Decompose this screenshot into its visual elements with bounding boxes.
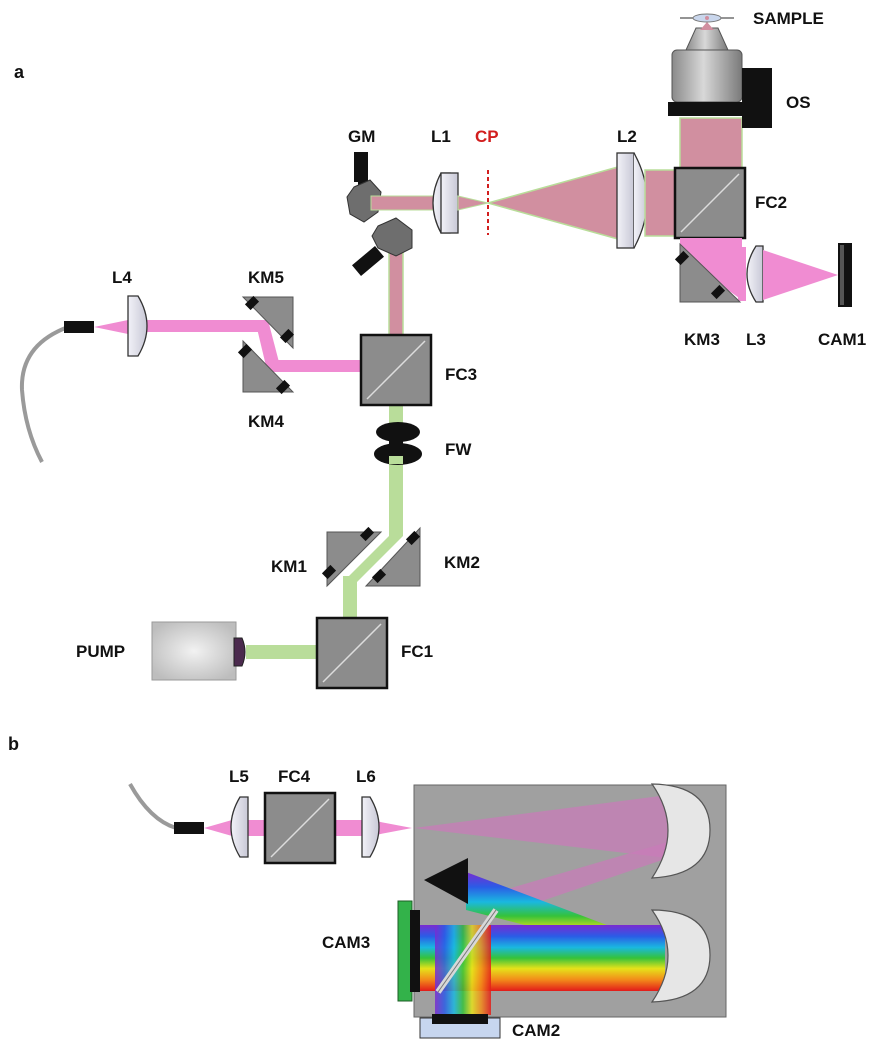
green-beam-pump-fc1 (246, 645, 318, 659)
label-fw: FW (445, 440, 472, 459)
pink-beam-km5-km4 (255, 320, 280, 366)
label-l3: L3 (746, 330, 766, 349)
beam-galvo-inner (370, 195, 442, 211)
filter-wheel-fw-bottom (374, 443, 422, 465)
lens-l6 (361, 796, 380, 858)
spectrometer-mirror-2 (650, 909, 711, 1003)
camera-cam2-sensor (432, 1014, 488, 1024)
lens-l2-body (616, 152, 635, 249)
beam-l2-fc2 (644, 169, 676, 237)
label-l1: L1 (431, 127, 451, 146)
mirror-km3-knob-1 (674, 250, 690, 266)
camera-cam1-sensor (840, 245, 844, 305)
label-sample: SAMPLE (753, 9, 824, 28)
label-l4: L4 (112, 268, 132, 287)
galvo-mirror-2 (371, 217, 413, 257)
green-beam-km2-km1 (343, 536, 403, 582)
pink-beam-to-mirror-1 (414, 795, 668, 858)
green-beam-km1-fc1 (343, 576, 357, 618)
spectrometer-prism (424, 858, 468, 904)
label-fc1: FC1 (401, 642, 433, 661)
lens-l4 (127, 295, 148, 357)
spectrometer-mirror-1 (650, 783, 711, 879)
galvo-shaft-1 (358, 177, 364, 185)
label-cam1: CAM1 (818, 330, 866, 349)
objective-stage-os (742, 68, 772, 128)
mirror-km2-knob-1 (405, 530, 421, 546)
label-l2: L2 (617, 127, 637, 146)
pink-beam-fc2-km3 (680, 238, 742, 256)
fiber-b (128, 783, 177, 830)
label-km1: KM1 (271, 557, 307, 576)
beam-l1-cp (457, 195, 489, 211)
galvo-motor-1 (354, 152, 368, 182)
galvo-mirror-1 (346, 179, 382, 223)
mirror-km3-knob-2 (710, 284, 726, 300)
camera-cam3 (397, 900, 413, 1002)
mirror-km1 (326, 531, 383, 588)
label-fc4: FC4 (278, 767, 311, 786)
mirror-km4-knob-2 (275, 379, 291, 395)
label-pump: PUMP (76, 642, 125, 661)
mirror-km4-knob-1 (237, 343, 253, 359)
label-cam2: CAM2 (512, 1021, 560, 1040)
pump-laser-aperture (233, 637, 246, 667)
filter-wheel-fw-hub (389, 440, 403, 448)
lens-l3 (746, 245, 764, 303)
filter-wheel-fw-top (376, 422, 420, 442)
fiber-connector-b (174, 822, 204, 834)
filter-wheel-fw-beam (389, 456, 403, 464)
label-gm: GM (348, 127, 375, 146)
rainbow-beam-to-cam2 (435, 925, 491, 1015)
label-fc2: FC2 (755, 193, 787, 212)
mirror-km4 (242, 339, 295, 393)
lens-l1-body (440, 172, 459, 234)
mirror-km2-knob-2 (371, 568, 387, 584)
label-km5: KM5 (248, 268, 284, 287)
pink-beam-l4-km5 (140, 320, 260, 332)
beam-gm-fc3 (388, 249, 404, 337)
label-l6: L6 (356, 767, 376, 786)
camera-cam3-sensor (410, 910, 420, 992)
panel-b-label: b (8, 734, 19, 754)
label-cp: CP (475, 127, 499, 146)
label-l5: L5 (229, 767, 249, 786)
panel-a-label: a (14, 62, 25, 82)
lens-l5 (230, 796, 249, 858)
mirror-km5-knob-2 (279, 328, 295, 344)
label-km3: KM3 (684, 330, 720, 349)
label-km4: KM4 (248, 412, 284, 431)
objective-tip (685, 27, 729, 51)
pink-beam-km4-fc3 (268, 360, 362, 372)
mirror-km5 (241, 296, 294, 350)
pink-beam-l3-cam1 (763, 250, 838, 300)
label-os: OS (786, 93, 811, 112)
label-km2: KM2 (444, 553, 480, 572)
objective-focus-beam (700, 22, 714, 30)
beam-cp-l2 (485, 164, 626, 242)
beam-fc2-objective (679, 117, 743, 173)
label-cam3: CAM3 (322, 933, 370, 952)
mirror-km3 (679, 242, 742, 303)
pink-beam-fiber-l4 (94, 320, 128, 334)
pump-laser-body (151, 621, 237, 681)
fiber-connector-a (64, 321, 94, 333)
objective-stage-arm (668, 102, 772, 116)
label-fc3: FC3 (445, 365, 477, 384)
galvo-motor-2 (352, 245, 384, 277)
fiber-a (19, 325, 69, 463)
mirror-km1-knob-2 (321, 564, 337, 580)
objective-body (671, 49, 743, 103)
mirror-km1-knob-1 (359, 526, 375, 542)
pink-beam-l6-focus (370, 820, 412, 836)
sample-spot (705, 16, 709, 20)
mirror-km5-knob-1 (244, 295, 260, 311)
pink-beam-fiber-l5 (204, 820, 232, 836)
pink-beam-to-l3 (738, 247, 746, 301)
spectrometer-flip-mirror-edge (437, 909, 497, 993)
